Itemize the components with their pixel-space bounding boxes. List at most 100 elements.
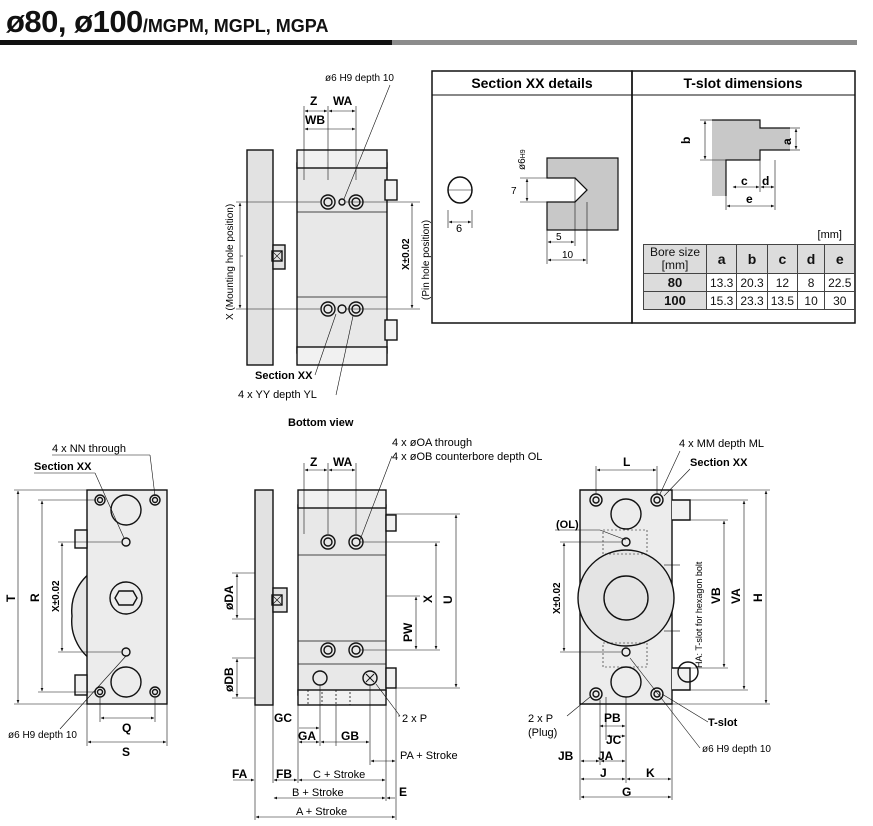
right-view-dims xyxy=(555,450,770,800)
middle-view-dims xyxy=(232,455,460,820)
left-dim-q: Q xyxy=(122,721,131,735)
middle-ob-label: 4 x øOB counterbore depth OL xyxy=(392,451,542,463)
table-cell: 12 xyxy=(766,273,799,292)
table-cell: 13.3 xyxy=(705,273,738,292)
table-cell: 13.5 xyxy=(766,291,799,310)
right-mm-label: 4 x MM depth ML xyxy=(679,438,764,450)
right-view xyxy=(577,489,699,705)
tslot-profile xyxy=(712,120,790,196)
right-dim-x: X±0.02 xyxy=(552,582,563,614)
bottom-view-caption: Bottom view xyxy=(288,417,354,429)
table-cell: 100 xyxy=(643,291,707,310)
right-p-label: 2 x P xyxy=(528,713,553,725)
left-view xyxy=(71,489,168,705)
table-cell: 15.3 xyxy=(705,291,738,310)
middle-dim-db: øDB xyxy=(222,667,236,692)
dim-7: 7 xyxy=(511,186,517,197)
middle-dim-e: E xyxy=(399,785,407,799)
table-cell: 30 xyxy=(824,291,856,310)
right-tslot-label: T-slot xyxy=(708,717,738,729)
tslot-panel: T-slot dimensions b a c d e [mm] xyxy=(631,70,856,324)
right-dim-k: K xyxy=(646,766,655,780)
left-body xyxy=(86,489,168,705)
tslot-dim-c: c xyxy=(741,174,748,188)
middle-dim-fb: FB xyxy=(276,767,292,781)
table-cell: 20.3 xyxy=(736,273,768,292)
title-bore-sizes: ø80, ø100 xyxy=(6,4,143,39)
section-hole-label: ø6H9 xyxy=(517,149,528,170)
left-hole-callout: ø6 H9 depth 10 xyxy=(8,730,77,741)
top-dim-wb: WB xyxy=(305,113,325,127)
left-dim-r: R xyxy=(28,593,42,602)
top-section-label: Section XX xyxy=(255,370,313,382)
right-plug-label: (Plug) xyxy=(528,727,557,739)
right-dim-pb: PB xyxy=(604,711,621,725)
middle-plate xyxy=(254,489,274,706)
middle-dim-ga: GA xyxy=(298,729,316,743)
right-dim-h: H xyxy=(751,593,765,602)
tslot-dim-e: e xyxy=(746,192,753,206)
title-models: /MGPM, MGPL, MGPA xyxy=(142,16,329,36)
top-yy-label: 4 x YY depth YL xyxy=(238,389,317,401)
top-view xyxy=(246,149,398,366)
middle-oa-label: 4 x øOA through xyxy=(392,437,472,449)
tslot-table: Bore size [mm] a b c d e 80 13.3 20.3 12… xyxy=(643,244,856,310)
top-pin-label: (Pin hole position) xyxy=(421,220,432,300)
table-header-bore: Bore size [mm] xyxy=(643,244,707,274)
middle-a-label: A + Stroke xyxy=(296,806,347,818)
middle-body xyxy=(297,504,387,696)
middle-dim-pw: PW xyxy=(401,622,415,642)
dim-6: 6 xyxy=(456,223,462,235)
page-title: ø80, ø100/MGPM, MGPL, MGPA xyxy=(6,4,328,44)
top-dim-wa: WA xyxy=(333,94,353,108)
right-dim-l: L xyxy=(623,455,630,469)
left-dim-t: T xyxy=(4,594,18,602)
table-cell: 8 xyxy=(797,273,826,292)
left-dim-x: X±0.02 xyxy=(51,580,62,612)
top-view-dims xyxy=(236,84,420,396)
top-dim-z: Z xyxy=(310,94,317,108)
table-row: 100 15.3 23.3 13.5 10 30 xyxy=(643,291,856,310)
middle-dim-da: øDA xyxy=(222,585,236,610)
middle-p-label: 2 x P xyxy=(402,713,427,725)
left-view-dims xyxy=(14,454,168,746)
table-cell: 80 xyxy=(643,273,707,292)
table-cell: 10 xyxy=(797,291,826,310)
right-dim-j: J xyxy=(600,766,607,780)
right-hole-callout: ø6 H9 depth 10 xyxy=(702,744,771,755)
table-header-row: Bore size [mm] a b c d e xyxy=(643,244,856,274)
tslot-unit: [mm] xyxy=(818,229,842,241)
middle-pa-label: PA + Stroke xyxy=(400,750,458,762)
right-dim-jb: JB xyxy=(558,749,574,763)
dim-5: 5 xyxy=(556,232,562,243)
middle-dim-u: U xyxy=(441,595,455,604)
tslot-title: T-slot dimensions xyxy=(683,75,802,91)
middle-dim-fa: FA xyxy=(232,767,248,781)
top-plate xyxy=(246,149,274,366)
table-header-d: d xyxy=(797,244,826,274)
middle-dim-gb: GB xyxy=(341,729,359,743)
middle-dim-gc: GC xyxy=(274,711,292,725)
middle-dim-x: X xyxy=(421,595,435,603)
table-header-b: b xyxy=(736,244,768,274)
table-header-c: c xyxy=(766,244,799,274)
table-cell: 22.5 xyxy=(824,273,856,292)
right-section-label: Section XX xyxy=(690,457,748,469)
right-ha-label: HA: T-slot for hexagon bolt xyxy=(694,561,704,668)
right-dim-ja: JA xyxy=(598,749,614,763)
tslot-dim-b: b xyxy=(679,137,693,144)
table-header-a: a xyxy=(705,244,738,274)
right-dim-jc: JC xyxy=(606,733,622,747)
middle-dim-z: Z xyxy=(310,455,317,469)
right-ol-label: (OL) xyxy=(556,519,579,531)
middle-dim-wa: WA xyxy=(333,455,353,469)
tslot-dim-a: a xyxy=(780,138,794,145)
top-dim-x-pin: X±0.02 xyxy=(401,238,412,270)
section-xx-panel: Section XX details 6 7 ø6H9 5 10 xyxy=(431,70,633,324)
dim-10: 10 xyxy=(562,250,574,261)
top-hole-callout: ø6 H9 depth 10 xyxy=(325,73,394,84)
table-header-e: e xyxy=(824,244,856,274)
right-dim-vb: VB xyxy=(709,587,723,604)
left-nn-label: 4 x NN through xyxy=(52,443,126,455)
